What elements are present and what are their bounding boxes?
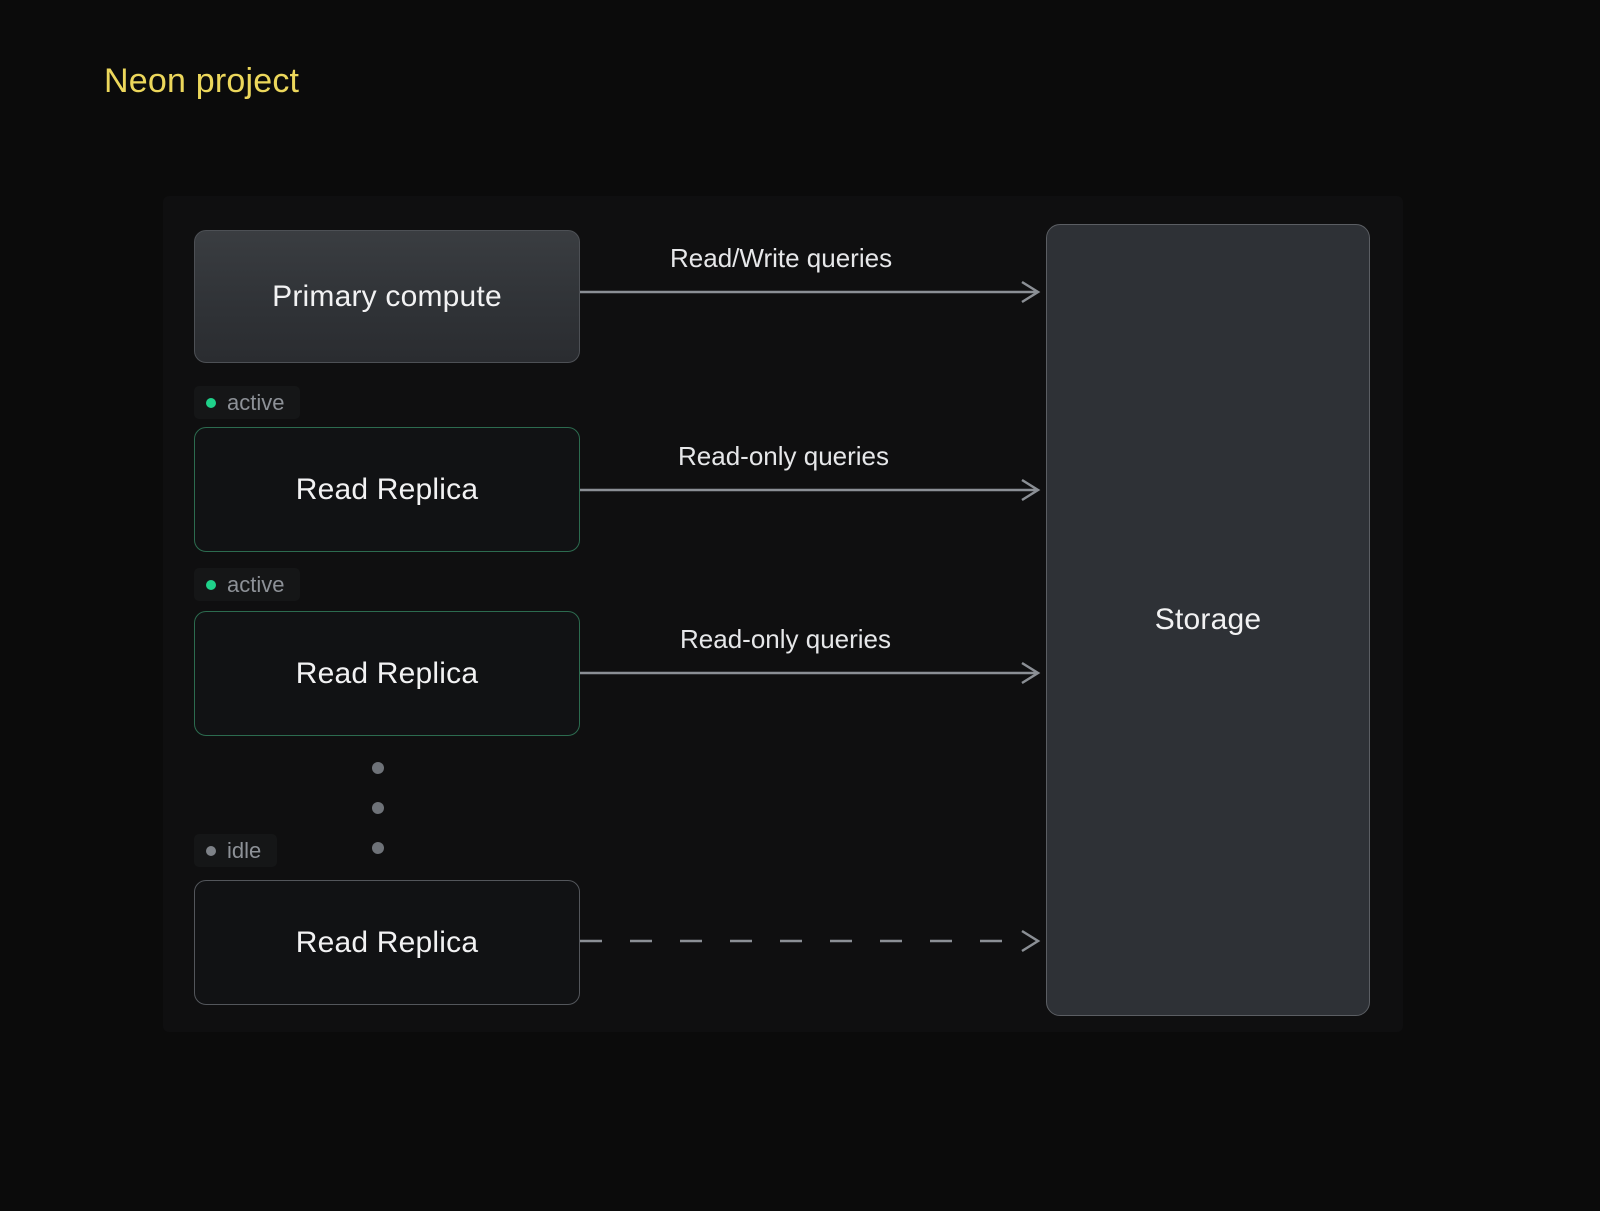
edge-label-read-write: Read/Write queries: [670, 243, 893, 273]
ellipsis-dot-icon: [372, 762, 384, 774]
status-badge-replica-1-label: active: [227, 389, 285, 415]
ellipsis-dot-icon: [372, 802, 384, 814]
node-storage[interactable]: Storage: [1046, 224, 1370, 1016]
node-read-replica-2-label: Read Replica: [295, 656, 479, 690]
page-title: Neon project: [104, 62, 300, 100]
vertical-ellipsis-icon: [372, 762, 384, 854]
status-dot-icon: [206, 845, 216, 856]
status-badge-replica-2: active: [194, 568, 301, 601]
status-badge-replica-2-label: active: [227, 571, 285, 597]
edge-label-read-only-1: Read-only queries: [678, 441, 890, 471]
node-read-replica-idle-label: Read Replica: [295, 925, 479, 959]
node-primary-compute[interactable]: Primary compute: [194, 230, 580, 363]
node-read-replica-1-label: Read Replica: [295, 472, 479, 506]
status-badge-replica-idle-label: idle: [227, 837, 262, 863]
status-badge-replica-idle: idle: [194, 834, 278, 867]
status-dot-icon: [206, 579, 216, 590]
status-dot-icon: [206, 397, 216, 408]
node-primary-compute-label: Primary compute: [272, 279, 502, 313]
edge-label-read-only-2: Read-only queries: [680, 624, 892, 654]
node-read-replica-2[interactable]: Read Replica: [194, 611, 580, 736]
node-read-replica-1[interactable]: Read Replica: [194, 427, 580, 552]
ellipsis-dot-icon: [372, 842, 384, 854]
status-badge-replica-1: active: [194, 386, 301, 419]
node-storage-label: Storage: [1154, 603, 1262, 636]
node-read-replica-idle[interactable]: Read Replica: [194, 880, 580, 1005]
